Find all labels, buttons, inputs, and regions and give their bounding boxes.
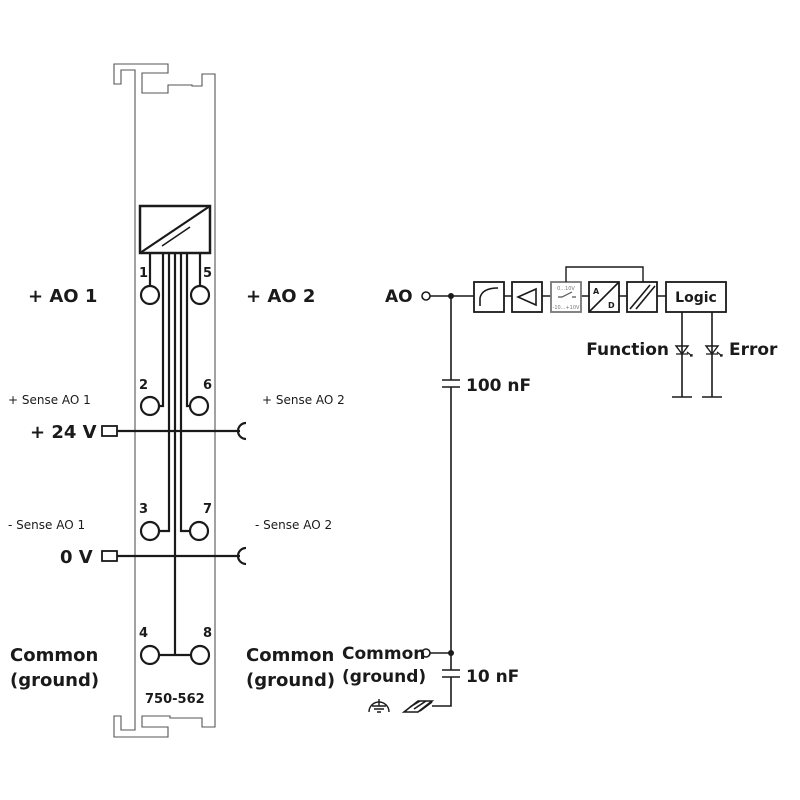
label-ao2: + AO 2 bbox=[246, 286, 315, 307]
terminal-number: 7 bbox=[203, 502, 212, 517]
label-ground-left: (ground) bbox=[10, 670, 99, 691]
label-ground-right: (ground) bbox=[246, 670, 335, 691]
label-ao1: + AO 1 bbox=[28, 286, 97, 307]
label-function: Function bbox=[586, 340, 669, 360]
label-ao: AO bbox=[385, 287, 413, 307]
terminal-4[interactable] bbox=[139, 644, 161, 666]
filter-block bbox=[473, 281, 505, 313]
earth-ground-icon bbox=[368, 699, 390, 713]
label-common-left: Common bbox=[10, 645, 98, 666]
terminal-5[interactable] bbox=[189, 284, 211, 306]
internal-wiring bbox=[101, 253, 247, 657]
terminal-6[interactable] bbox=[188, 395, 210, 417]
label-sense-ao2-plus: + Sense AO 2 bbox=[262, 393, 345, 407]
label-sense-ao1-minus: - Sense AO 1 bbox=[8, 518, 85, 532]
label-10nf: 10 nF bbox=[466, 667, 519, 687]
part-number: 750-562 bbox=[145, 692, 205, 707]
label-common-right: Common bbox=[246, 645, 334, 666]
module-housing bbox=[113, 63, 216, 738]
function-led-icon bbox=[674, 345, 693, 357]
error-led-icon bbox=[704, 345, 723, 357]
terminal-number: 8 bbox=[203, 626, 212, 641]
filter-curve-icon bbox=[479, 287, 499, 306]
switch-range-bottom: -10...+10V bbox=[553, 305, 580, 311]
terminal-number: 5 bbox=[203, 266, 212, 281]
terminal-number: 1 bbox=[139, 266, 148, 281]
label-24v: + 24 V bbox=[30, 422, 97, 443]
label-common: Common bbox=[342, 644, 425, 664]
label-sense-ao1-plus: + Sense AO 1 bbox=[8, 393, 91, 407]
terminal-1[interactable] bbox=[139, 284, 161, 306]
logic-label: Logic bbox=[675, 290, 717, 306]
isolation-icon bbox=[629, 284, 656, 310]
label-sense-ao2-minus: - Sense AO 2 bbox=[255, 518, 332, 532]
capacitor-icon bbox=[442, 379, 460, 388]
terminal-number: 4 bbox=[139, 626, 148, 641]
ad-label-a: A bbox=[593, 287, 600, 296]
amplifier-block bbox=[511, 281, 543, 313]
terminals: 1 2 3 4 5 6 7 8 750-562 bbox=[139, 266, 212, 707]
terminal-3[interactable] bbox=[139, 520, 161, 542]
switch-icon bbox=[558, 291, 576, 298]
amplifier-triangle-icon bbox=[516, 287, 537, 307]
terminal-8[interactable] bbox=[189, 644, 211, 666]
isolation-converter-icon bbox=[138, 204, 212, 255]
terminal-number: 6 bbox=[203, 378, 212, 393]
terminal-number: 3 bbox=[139, 502, 148, 517]
din-rail-ground-icon bbox=[401, 700, 435, 713]
label-0v: 0 V bbox=[60, 547, 93, 568]
terminal-number: 2 bbox=[139, 378, 148, 393]
ad-label-d: D bbox=[608, 301, 615, 310]
block-schematic: AO 100 nF 10 nF Common (ground) 0...10V bbox=[342, 266, 778, 713]
label-ground: (ground) bbox=[342, 667, 426, 687]
switch-range-top: 0...10V bbox=[557, 286, 575, 292]
capacitor-icon bbox=[442, 669, 460, 678]
ao-terminal-icon bbox=[421, 291, 431, 301]
logic-block bbox=[665, 281, 727, 313]
label-100nf: 100 nF bbox=[466, 376, 531, 396]
terminal-2[interactable] bbox=[139, 395, 161, 417]
terminal-7[interactable] bbox=[188, 520, 210, 542]
label-error: Error bbox=[729, 340, 778, 360]
